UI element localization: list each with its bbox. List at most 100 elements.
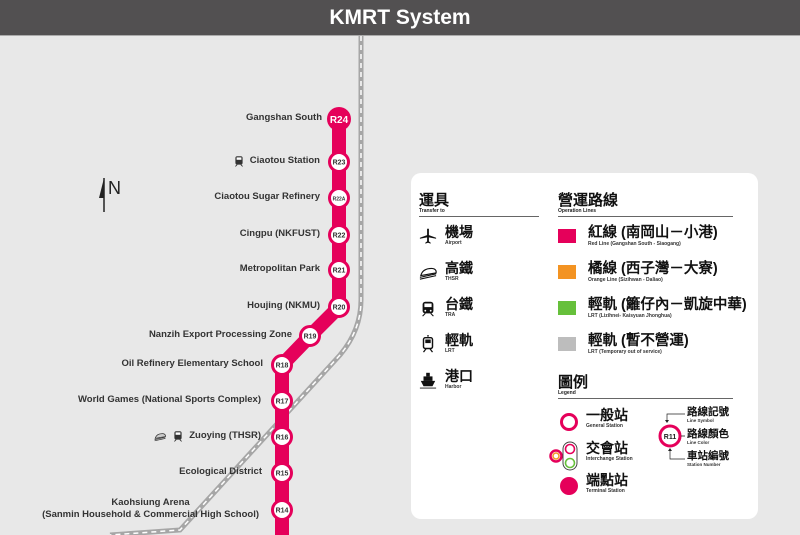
station-label-r20[interactable]: Houjing (NKMU) bbox=[247, 300, 320, 312]
station-label-r18[interactable]: Oil Refinery Elementary School bbox=[122, 358, 264, 370]
station-name: Cingpu (NKFUST) bbox=[239, 228, 320, 239]
transfer-en: Airport bbox=[445, 240, 462, 246]
transfer-en: LRT bbox=[445, 348, 455, 354]
lrt-icon bbox=[422, 334, 434, 352]
station-label-r22[interactable]: Cingpu (NKFUST) bbox=[240, 228, 320, 240]
station-marker-r19[interactable]: R19 bbox=[299, 325, 321, 347]
line-symbol-label: 路線記號 Line Symbol bbox=[687, 406, 729, 424]
thsr-icon bbox=[154, 433, 167, 442]
north-compass: N bbox=[98, 178, 121, 217]
line-color-label: 路線顏色 Line Color bbox=[687, 428, 729, 446]
station-label-r22a[interactable]: Ciaotou Sugar Refinery bbox=[214, 191, 320, 203]
station-name: Nanzih Export Processing Zone bbox=[148, 329, 292, 340]
transfer-title: 運具 bbox=[419, 192, 450, 209]
terminal-zh: 端點站 bbox=[586, 472, 628, 488]
station-marker-r15[interactable]: R15 bbox=[271, 462, 293, 484]
lines-divider bbox=[558, 216, 733, 217]
line-symbol-en: Line Symbol bbox=[687, 418, 714, 423]
lrt-inactive-swatch bbox=[558, 337, 576, 351]
station-marker-r20[interactable]: R20 bbox=[328, 296, 350, 318]
line-zh: 紅線 (南岡山－小港) bbox=[588, 225, 718, 241]
transfer-zh: 港口 bbox=[445, 368, 473, 384]
station-label-r24[interactable]: Gangshan South bbox=[246, 112, 322, 124]
station-label-r19[interactable]: Nanzih Export Processing Zone bbox=[149, 329, 292, 341]
line-symbol-zh: 路線記號 bbox=[687, 406, 729, 418]
transfer-zh: 高鐵 bbox=[445, 260, 473, 276]
terminal-station-label: 端點站 Terminal Station bbox=[586, 472, 628, 495]
station-name: Ecological District bbox=[179, 466, 262, 477]
transfer-en: TRA bbox=[445, 312, 456, 318]
symbols-divider bbox=[558, 398, 733, 399]
station-number-en: Station Number bbox=[687, 462, 721, 467]
station-marker-r17[interactable]: R17 bbox=[271, 390, 293, 412]
lrt-line-swatch bbox=[558, 301, 576, 315]
station-label-r16[interactable]: Zuoying (THSR) bbox=[153, 430, 261, 442]
station-marker-r14[interactable]: R14 bbox=[271, 499, 293, 521]
station-code: R22 bbox=[333, 233, 346, 240]
station-marker-r16[interactable]: R16 bbox=[271, 426, 293, 448]
symbols-subtitle: Legend bbox=[558, 390, 576, 396]
line-color-zh: 路線顏色 bbox=[687, 428, 729, 440]
station-label-r17[interactable]: World Games (National Sports Complex) bbox=[78, 394, 261, 406]
north-label: N bbox=[108, 178, 121, 198]
station-label-r15[interactable]: Ecological District bbox=[179, 466, 262, 478]
station-label-r14[interactable]: Kaohsiung Arena(Sanmin Household & Comme… bbox=[42, 497, 259, 521]
line-zh: 橘線 (西子灣－大寮) bbox=[588, 261, 718, 277]
tra-icon bbox=[422, 301, 434, 316]
station-name: Zuoying (THSR) bbox=[189, 430, 261, 441]
harbor-icon bbox=[419, 372, 437, 389]
line-item-red: 紅線 (南岡山－小港)Red Line (Gangshan South - Si… bbox=[558, 225, 718, 247]
station-marker-r22a[interactable]: R22A bbox=[328, 187, 350, 209]
station-code: R20 bbox=[333, 305, 346, 312]
station-symbols bbox=[549, 413, 578, 495]
station-code: R18 bbox=[276, 363, 289, 370]
station-label-r23[interactable]: Ciaotou Station bbox=[232, 155, 320, 167]
red-line-swatch bbox=[558, 229, 576, 243]
station-marker-r18[interactable]: R18 bbox=[271, 354, 293, 376]
transfer-subtitle: Transfer to bbox=[419, 208, 445, 214]
station-marker-r22[interactable]: R22 bbox=[328, 224, 350, 246]
interchange-station-icon bbox=[549, 441, 578, 471]
general-station-label: 一般站 General Station bbox=[586, 407, 628, 430]
transfer-zh: 機場 bbox=[445, 224, 473, 240]
station-name: Ciaotou Sugar Refinery bbox=[214, 191, 320, 202]
thsr-icon bbox=[419, 267, 437, 280]
station-code: R16 bbox=[276, 435, 289, 442]
station-code: R21 bbox=[333, 268, 346, 275]
station-marker-r21[interactable]: R21 bbox=[328, 259, 350, 281]
station-label-r21[interactable]: Metropolitan Park bbox=[240, 263, 320, 275]
page-title: KMRT System bbox=[0, 0, 800, 36]
interchange-en: Interchange Station bbox=[586, 456, 633, 462]
line-item-orange: 橘線 (西子灣－大寮)Orange Line (Sizihwan - Dalia… bbox=[558, 261, 718, 283]
line-zh: 輕軌 (籬仔內－凱旋中華) bbox=[588, 297, 747, 313]
transfer-zh: 台鐵 bbox=[445, 296, 473, 312]
station-code: R22A bbox=[333, 197, 346, 203]
general-zh: 一般站 bbox=[586, 407, 628, 423]
general-station-icon bbox=[560, 413, 578, 431]
station-name: Oil Refinery Elementary School bbox=[121, 358, 264, 369]
transfer-en: THSR bbox=[445, 276, 459, 282]
sample-code: R11 bbox=[664, 434, 677, 441]
tra-icon bbox=[174, 431, 183, 442]
station-code: R19 bbox=[304, 334, 317, 341]
terminal-en: Terminal Station bbox=[586, 488, 625, 494]
station-code: R17 bbox=[276, 399, 289, 406]
line-en: LRT (Lizihnei- Kaisyuan Jhonghua) bbox=[588, 313, 672, 319]
sample-station-icon bbox=[658, 424, 682, 448]
station-name-line2: (Sanmin Household & Commercial High Scho… bbox=[42, 509, 259, 520]
transfer-zh: 輕軌 bbox=[445, 332, 473, 348]
station-name: Ciaotou Station bbox=[249, 155, 320, 166]
line-item-lrt-inactive: 輕軌 (暫不營運)LRT (Temporary out of service) bbox=[558, 333, 689, 355]
station-marker-r23[interactable]: R23 bbox=[328, 151, 350, 173]
station-code: R15 bbox=[276, 471, 289, 478]
station-code: R23 bbox=[333, 160, 346, 167]
tra-icon bbox=[234, 156, 243, 167]
terminal-station-icon bbox=[560, 477, 578, 495]
station-marker-r24[interactable]: R24 bbox=[327, 107, 351, 131]
lines-title: 營運路線 bbox=[558, 192, 619, 209]
